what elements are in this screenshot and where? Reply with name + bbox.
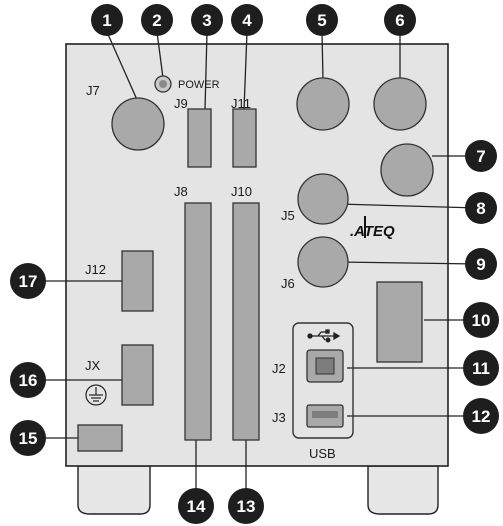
callouts: 1 2 3 4 5 6 7 8 9 10 11 12 13 14 15 16 1… <box>10 4 499 524</box>
connector-j11 <box>232 108 257 168</box>
callout-17 <box>10 263 46 299</box>
callout-15 <box>10 420 46 456</box>
callout-13-text: 13 <box>237 497 256 516</box>
connector-j7 <box>111 97 165 151</box>
left-foot <box>77 465 151 515</box>
label-power: POWER <box>178 79 220 91</box>
callout-8-text: 8 <box>476 199 485 218</box>
callout-1 <box>91 4 123 36</box>
label-j10: J10 <box>231 184 252 199</box>
label-j11: J11 <box>231 96 251 111</box>
callout-17-text: 17 <box>19 272 38 291</box>
label-usb: USB <box>309 446 336 461</box>
connector-10 <box>376 281 423 363</box>
callout-5 <box>306 4 338 36</box>
callout-6-text: 6 <box>395 11 404 30</box>
label-j3: J3 <box>272 410 286 425</box>
connector-j9 <box>187 108 212 168</box>
power-led-lens <box>159 80 167 88</box>
label-j6: J6 <box>281 276 295 291</box>
brand-logo: .ATEQ <box>350 216 395 240</box>
label-j7: J7 <box>86 83 100 98</box>
usb-symbol-icon <box>307 329 341 343</box>
brand-text: .ATEQ <box>350 223 395 240</box>
callout-2 <box>141 4 173 36</box>
connector-7 <box>380 143 434 197</box>
label-jx: JX <box>85 358 101 373</box>
connector-6 <box>373 77 427 131</box>
usb-b-port-inner <box>315 357 335 375</box>
callout-10-text: 10 <box>472 311 491 330</box>
callout-3-text: 3 <box>202 11 211 30</box>
connector-15 <box>77 424 123 452</box>
callout-14-text: 14 <box>187 497 206 516</box>
callout-2-text: 2 <box>152 11 161 30</box>
callout-6 <box>384 4 416 36</box>
label-j9: J9 <box>174 96 188 111</box>
callout-16 <box>10 362 46 398</box>
callout-14 <box>178 488 214 524</box>
callout-7-text: 7 <box>476 147 485 166</box>
callout-13 <box>228 488 264 524</box>
connector-j6 <box>297 236 349 288</box>
callout-15-text: 15 <box>19 429 38 448</box>
ground-icon <box>85 384 107 406</box>
usb-bay <box>292 322 354 439</box>
callout-4-text: 4 <box>242 11 252 30</box>
callout-11-text: 11 <box>472 359 490 378</box>
callout-7 <box>465 140 497 172</box>
connector-5 <box>296 77 350 131</box>
connector-j10 <box>232 202 260 441</box>
callout-16-text: 16 <box>19 371 38 390</box>
callout-9-text: 9 <box>476 255 485 274</box>
connector-jx <box>121 344 154 406</box>
connector-j12 <box>121 250 154 312</box>
right-foot <box>367 465 439 515</box>
callout-4 <box>231 4 263 36</box>
label-j5: J5 <box>281 208 295 223</box>
callout-12-text: 12 <box>472 407 491 426</box>
callout-9 <box>465 248 497 280</box>
usb-a-port-inner <box>312 411 338 418</box>
label-j2: J2 <box>272 361 286 376</box>
label-j12: J12 <box>85 262 106 277</box>
callout-10 <box>463 302 499 338</box>
callout-11 <box>463 350 499 386</box>
label-j8: J8 <box>174 184 188 199</box>
callout-1-text: 1 <box>102 11 111 30</box>
callout-3 <box>191 4 223 36</box>
callout-8 <box>465 192 497 224</box>
callout-12 <box>463 398 499 434</box>
callout-5-text: 5 <box>317 11 326 30</box>
connector-j8 <box>184 202 212 441</box>
connector-j5 <box>297 173 349 225</box>
